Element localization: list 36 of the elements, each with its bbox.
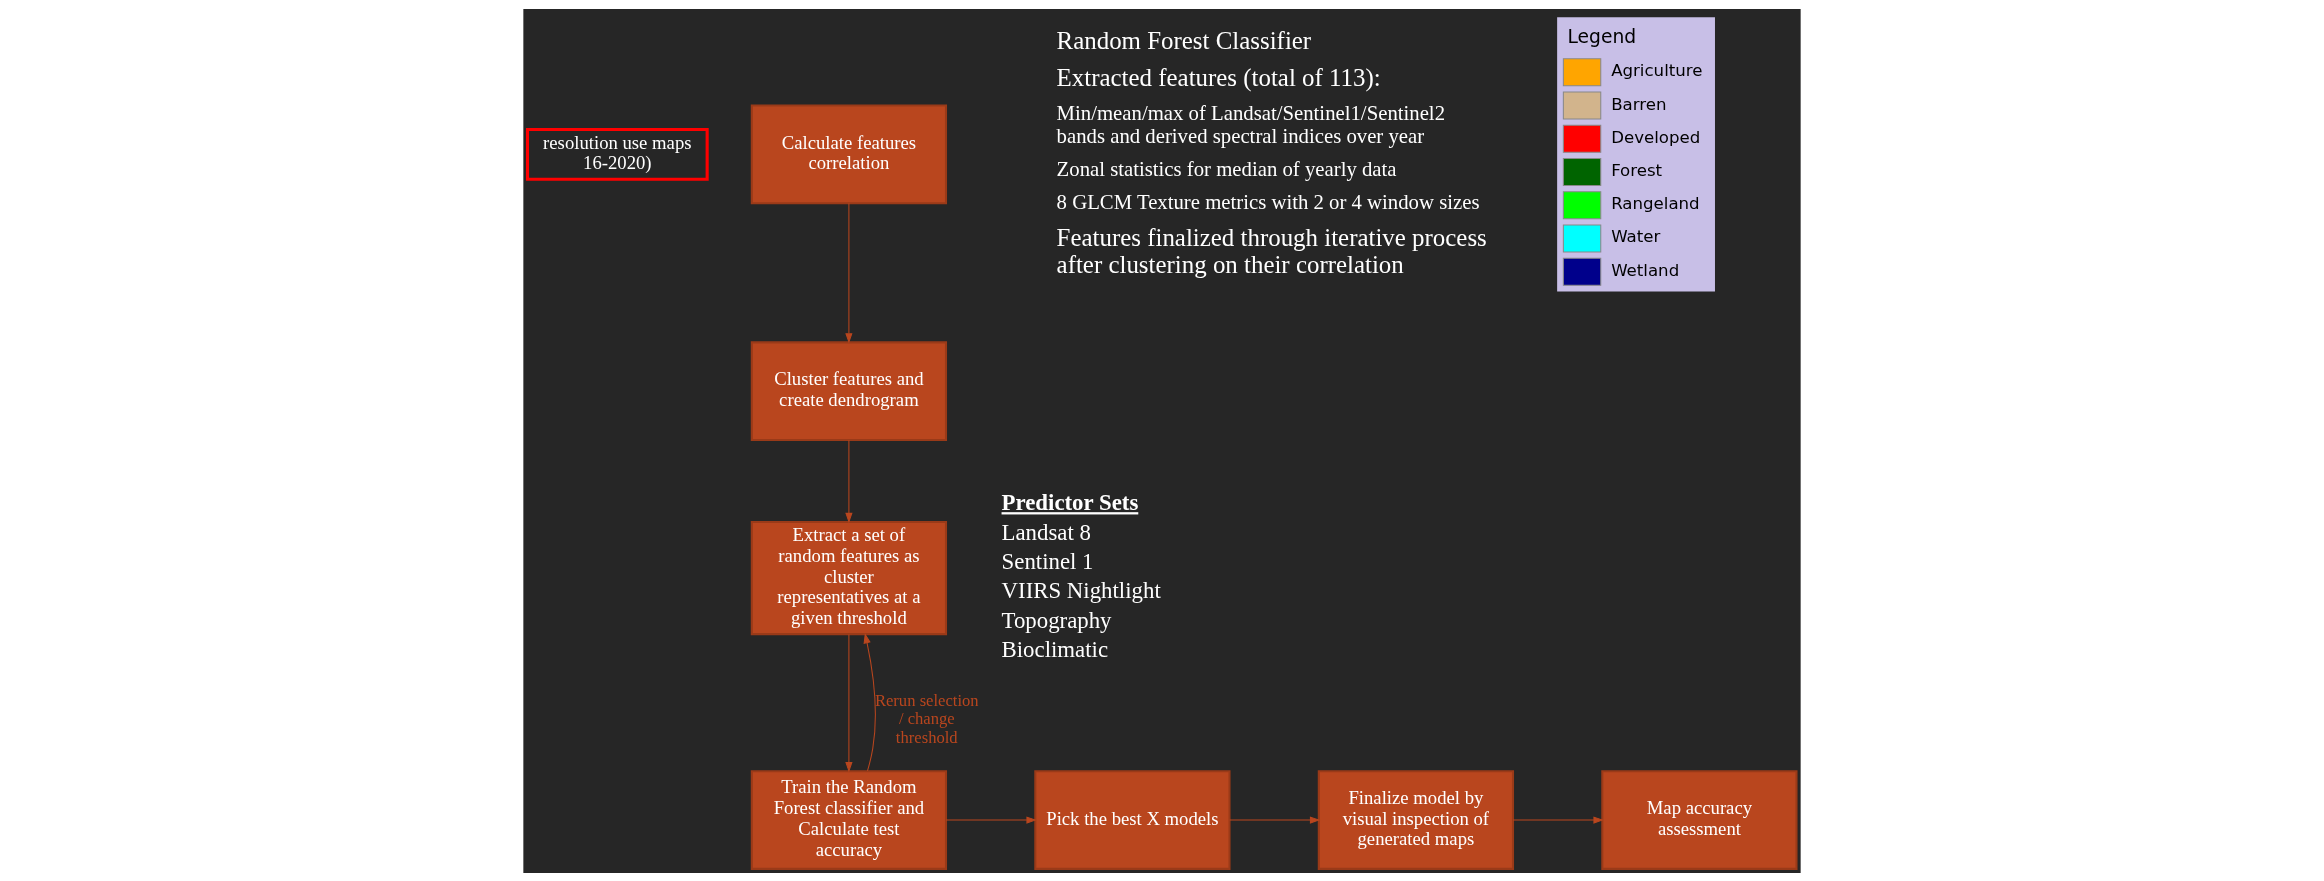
legend-label: Forest — [1611, 160, 1663, 180]
label: Zonal statistics for median of yearly data — [1056, 157, 1397, 180]
legend-label: Rangeland — [1611, 193, 1700, 213]
arrow — [863, 632, 876, 771]
arrow — [945, 815, 1037, 824]
label: Bioclimatic — [1001, 636, 1109, 662]
node-box: Train the Random Forest classifier and Calculate test accuracy — [750, 769, 948, 870]
arrow — [845, 202, 853, 344]
label: VIIRS Nightlight — [1001, 577, 1161, 603]
label: Landsat 8 — [1001, 519, 1091, 545]
node-box: Extract a set of random features as cluster representatives at a given threshold — [750, 520, 948, 635]
node-box: Map accuracy assessment — [1601, 769, 1798, 870]
node-box: Finalize model by visual inspection of generated maps — [1317, 769, 1515, 870]
label: Random Forest Classifier — [1056, 26, 1312, 54]
node-box: Cluster features and create dendrogram — [750, 340, 948, 441]
node-box: Calculate features correlation — [750, 104, 948, 204]
label: Sentinel 1 — [1001, 548, 1094, 574]
node-box: Pick the best X models — [1034, 769, 1231, 870]
arrow — [845, 439, 853, 523]
label: Extracted features (total of 113): — [1056, 63, 1381, 91]
label: Min/mean/max of Landsat/Sentinel1/Sentinel2 bands and derived spectral indices over year — [1056, 101, 1446, 147]
legend-label: Wetland — [1611, 260, 1680, 280]
label: 8 GLCM Texture metrics with 2 or 4 window sizes — [1056, 190, 1480, 213]
label: Features finalized through iterative process after clustering on their correlation — [1056, 223, 1487, 278]
legend-label: Water — [1611, 226, 1661, 246]
legend-label: Developed — [1611, 127, 1701, 147]
node-box: resolution use maps 16-2020) — [525, 127, 709, 181]
legend-label: Barren — [1611, 94, 1667, 114]
legend-label: Agriculture — [1611, 60, 1703, 80]
label: Topography — [1001, 607, 1112, 633]
arrow — [1229, 815, 1321, 824]
label: Legend — [1567, 25, 1637, 47]
edge-label: Rerun selection / change threshold — [874, 690, 979, 747]
arrow — [845, 633, 853, 772]
label: Predictor Sets — [1001, 489, 1139, 515]
arrow — [1512, 815, 1604, 824]
